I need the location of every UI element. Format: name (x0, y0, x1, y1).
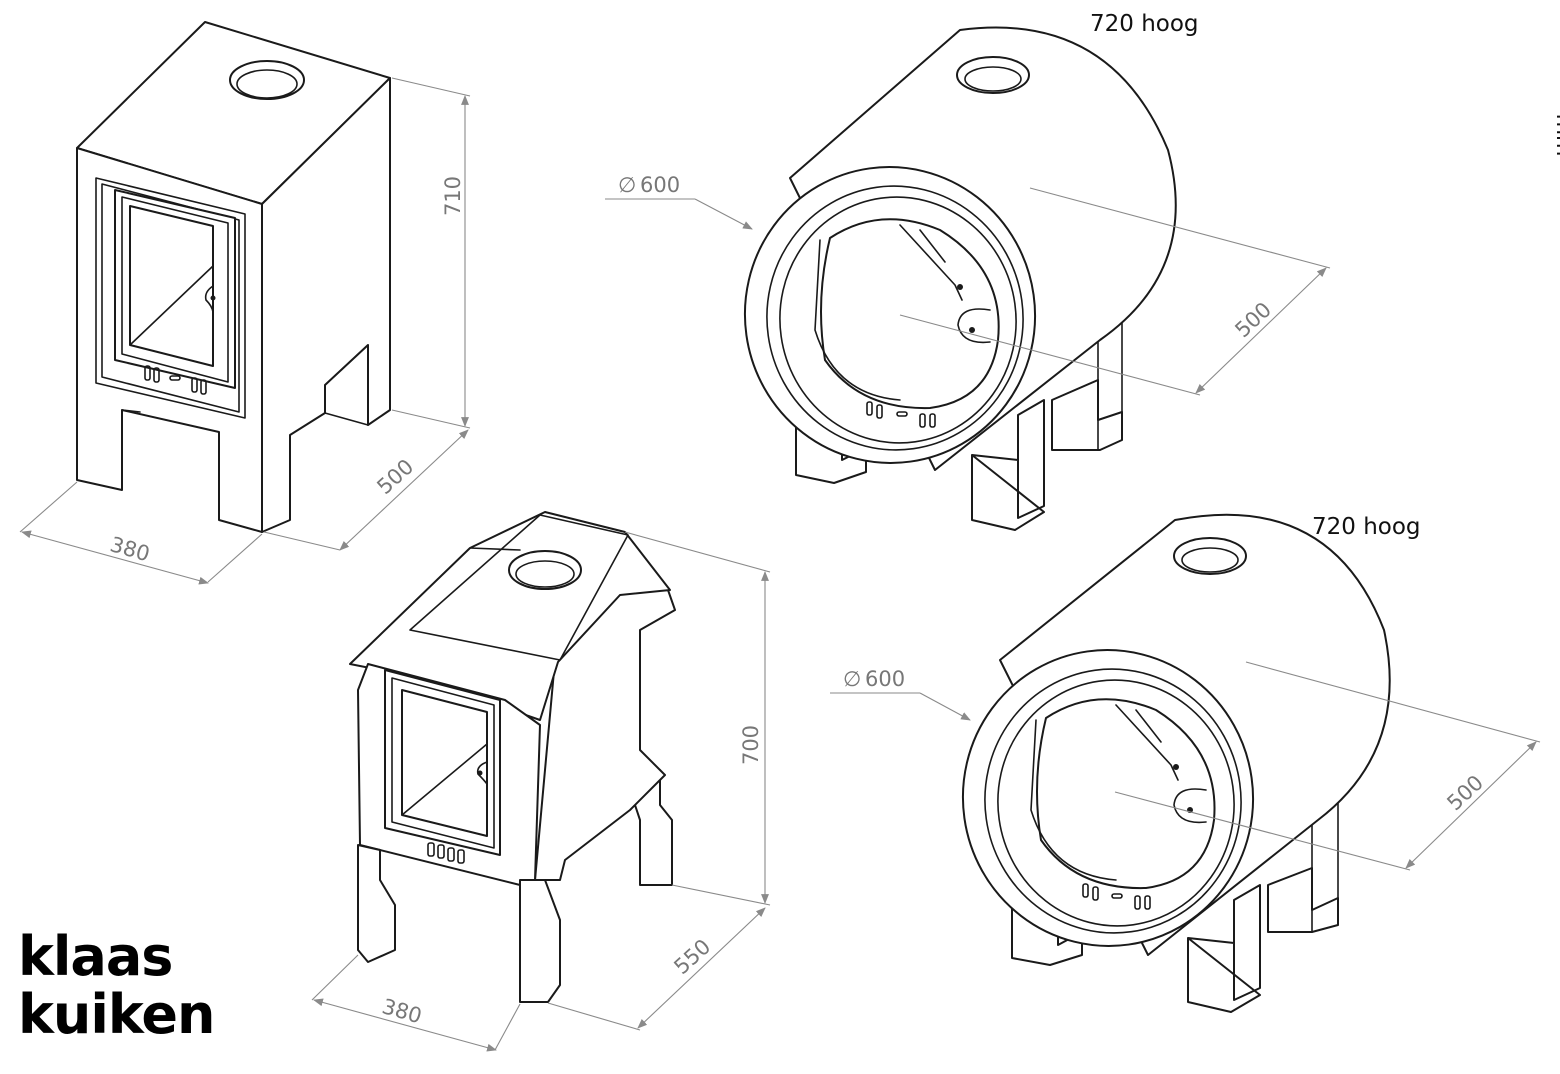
round-stove-bottom-flue-hole (1173, 537, 1247, 575)
round-stove-top-back-leg (1051, 379, 1123, 451)
classic-stove-glass (401, 689, 488, 837)
brand-line-1: klaas (18, 925, 173, 988)
brand-line-2: kuiken (18, 983, 215, 1046)
round-stove-bottom: 500 ∅ 600 720 hoog (830, 513, 1541, 1013)
round-stove-top-flue-hole (956, 56, 1030, 94)
round-stove-bottom-diameter-label: 600 (865, 667, 905, 691)
classic-stove-height-label: 700 (739, 725, 763, 765)
classic-stove: 700 550 380 (311, 511, 771, 1052)
round-stove-top-front-leg-right (971, 399, 1045, 531)
classic-stove-depth-label: 550 (669, 934, 715, 979)
round-stove-bottom-height-note: 720 hoog (1312, 514, 1421, 540)
units-note: Afmetingen in mm (1551, 113, 1560, 157)
classic-stove-flue-hole (508, 550, 582, 590)
round-stove-top-height-note: 720 hoog (1090, 11, 1199, 37)
box-stove-height-label: 710 (441, 176, 465, 216)
round-stove-bottom-diameter-symbol: ∅ (843, 667, 861, 691)
classic-stove-width-label: 380 (379, 994, 424, 1028)
box-stove-flue-hole (229, 60, 305, 100)
round-stove-bottom-depth-label: 500 (1442, 770, 1488, 815)
box-stove-depth-label: 500 (372, 454, 418, 499)
round-stove-bottom-front-leg-right (1187, 884, 1261, 1013)
round-stove-top-depth-label: 500 (1230, 297, 1276, 342)
box-stove: 710 500 380 (19, 21, 471, 585)
box-stove-glass (129, 205, 214, 367)
classic-stove-front-leg-right (519, 879, 561, 1003)
round-stove-top-diameter-label: 600 (640, 173, 680, 197)
round-stove-top: 500 ∅ 600 720 hoog (605, 11, 1331, 531)
round-stove-top-opening (820, 218, 1000, 410)
classic-stove-front-leg-left (357, 844, 396, 963)
box-stove-width-label: 380 (107, 532, 152, 566)
round-stove-bottom-opening (1036, 698, 1216, 890)
round-stove-bottom-back-leg (1267, 867, 1339, 933)
brand-logo: klaas kuiken (18, 925, 215, 1046)
round-stove-top-diameter-symbol: ∅ (618, 173, 636, 197)
